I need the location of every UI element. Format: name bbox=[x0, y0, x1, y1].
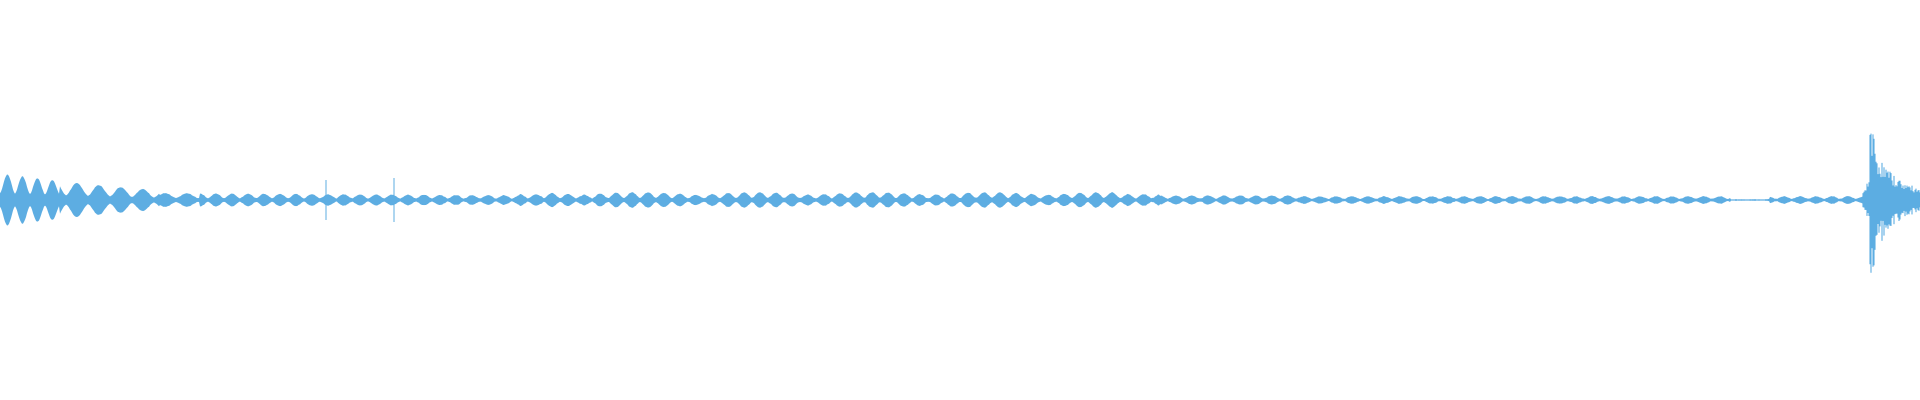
waveform-burst bbox=[1861, 133, 1920, 273]
waveform-envelope bbox=[0, 174, 1865, 226]
